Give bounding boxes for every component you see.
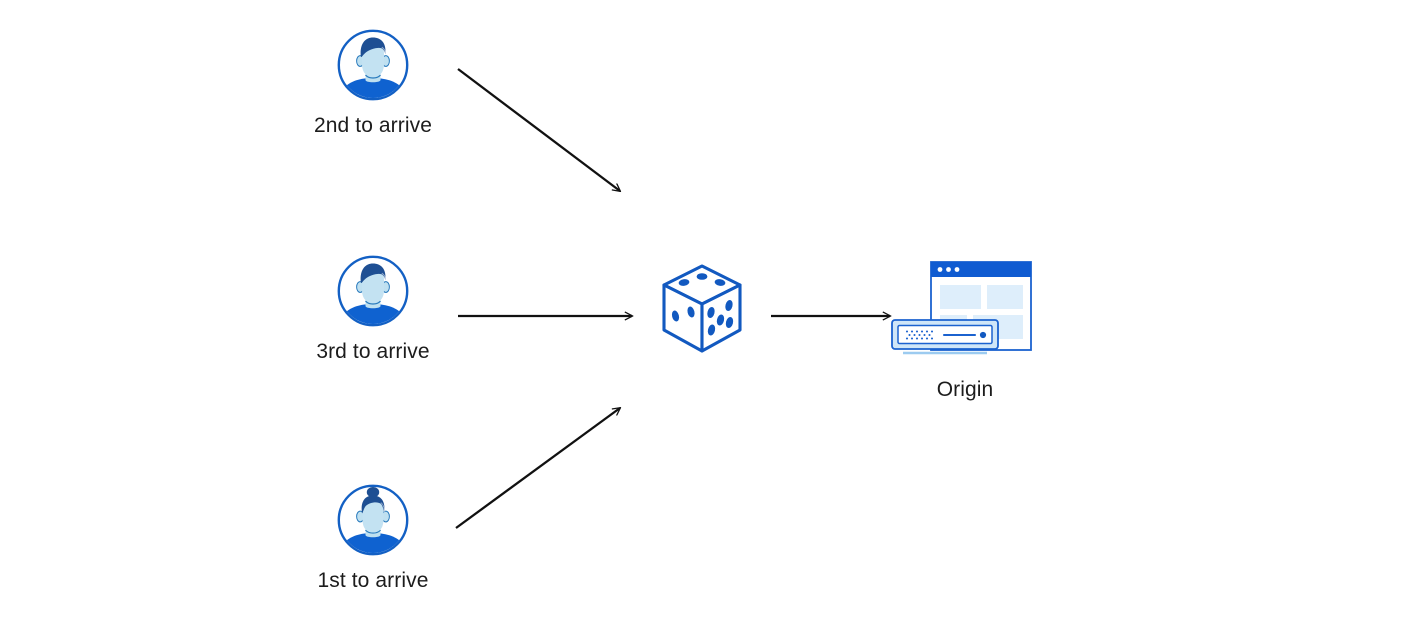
arrow-2nd-to-dice	[457, 68, 620, 191]
user-avatar-icon	[336, 28, 410, 102]
dice-icon	[659, 262, 745, 356]
user-avatar-icon	[336, 254, 410, 328]
node-user-3rd[interactable]: 3rd to arrive	[283, 254, 463, 364]
node-dice[interactable]	[652, 262, 752, 368]
arrow-1st-to-dice	[455, 408, 620, 529]
origin-server-icon	[889, 258, 1041, 360]
node-user-2nd[interactable]: 2nd to arrive	[283, 28, 463, 138]
server-device	[891, 319, 999, 355]
node-user-1st[interactable]: 1st to arrive	[283, 483, 463, 593]
node-label-origin: Origin	[936, 378, 994, 401]
node-origin[interactable]: Origin	[889, 258, 1041, 402]
user-avatar-icon	[336, 483, 410, 557]
node-label-user-1st: 1st to arrive	[317, 569, 429, 592]
node-label-user-3rd: 3rd to arrive	[316, 340, 430, 363]
node-label-user-2nd: 2nd to arrive	[313, 114, 433, 137]
